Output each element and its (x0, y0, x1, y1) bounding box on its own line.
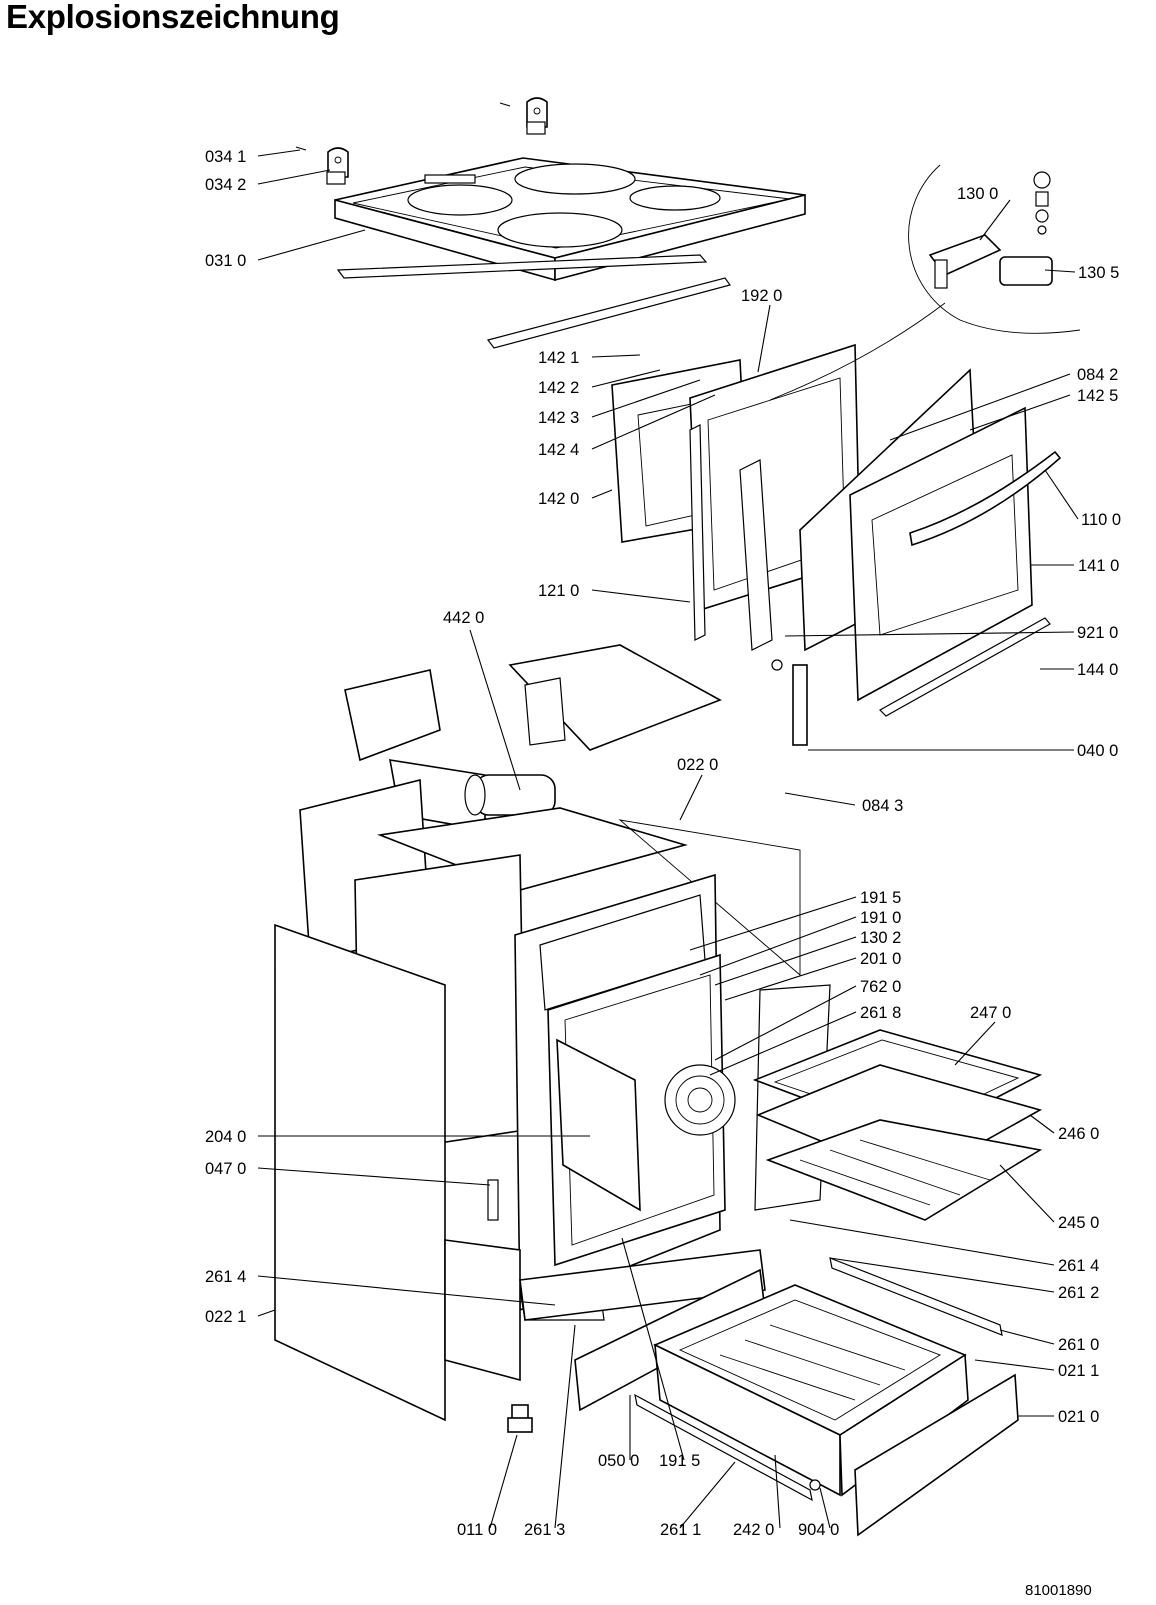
callout-label: 261 1 (660, 1521, 701, 1539)
callout-label: 141 0 (1078, 557, 1119, 575)
callout-label: 261 2 (1058, 1284, 1099, 1302)
callout-label: 050 0 (598, 1452, 639, 1470)
callout-label: 130 5 (1078, 264, 1119, 282)
callout-label: 142 4 (538, 441, 579, 459)
page-title: Explosionszeichnung (6, 0, 340, 35)
callout-label: 204 0 (205, 1128, 246, 1146)
callout-label: 142 0 (538, 490, 579, 508)
callout-label: 192 0 (741, 287, 782, 305)
callout-label: 247 0 (970, 1004, 1011, 1022)
drawing-number: 81001890 (1025, 1582, 1092, 1599)
callout-label: 261 0 (1058, 1336, 1099, 1354)
hinge-bracket-part (295, 97, 548, 185)
callout-label: 084 3 (862, 797, 903, 815)
callout-label: 762 0 (860, 978, 901, 996)
callout-label: 022 0 (677, 756, 718, 774)
callout-label: 142 2 (538, 379, 579, 397)
callout-label: 130 0 (957, 185, 998, 203)
callout-label: 191 0 (860, 909, 901, 927)
callout-label: 034 2 (205, 176, 246, 194)
callout-label: 261 4 (205, 1268, 246, 1286)
oven-body-part (274, 644, 1043, 1422)
switch-detail-part (908, 164, 1081, 334)
callout-label: 142 5 (1077, 387, 1118, 405)
callout-label: 242 0 (733, 1521, 774, 1539)
callout-label: 047 0 (205, 1160, 246, 1178)
callout-label: 011 0 (457, 1521, 497, 1539)
callout-labels: 034 1 034 2 031 0 130 0 130 5 192 0 142 … (205, 148, 1121, 1599)
callout-label: 144 0 (1077, 661, 1118, 679)
callout-label: 142 1 (538, 349, 579, 367)
callout-label: 034 1 (205, 148, 246, 166)
callout-label: 246 0 (1058, 1125, 1099, 1143)
callout-label: 021 0 (1058, 1408, 1099, 1426)
callout-label: 031 0 (205, 252, 246, 270)
callout-label: 040 0 (1077, 742, 1118, 760)
callout-label: 022 1 (205, 1308, 246, 1326)
callout-label: 084 2 (1077, 366, 1118, 384)
callout-label: 201 0 (860, 950, 901, 968)
callout-label: 021 1 (1058, 1362, 1099, 1380)
callout-label: 261 8 (860, 1004, 901, 1022)
callout-label: 904 0 (798, 1521, 839, 1539)
support-rail-part (336, 254, 731, 349)
callout-label: 442 0 (443, 609, 484, 627)
callout-label: 245 0 (1058, 1214, 1099, 1232)
callout-label: 110 0 (1081, 511, 1121, 529)
callout-label: 261 3 (524, 1521, 565, 1539)
leader-lines (257, 149, 1079, 1529)
cooktop-part (334, 157, 806, 282)
drawer-part (507, 1257, 1019, 1537)
oven-door-part (611, 302, 1062, 746)
callout-label: 921 0 (1077, 624, 1118, 642)
callout-label: 142 3 (538, 409, 579, 427)
callout-label: 191 5 (860, 889, 901, 907)
callout-label: 191 5 (659, 1452, 700, 1470)
callout-label: 121 0 (538, 582, 579, 600)
callout-label: 261 4 (1058, 1257, 1099, 1275)
callout-label: 130 2 (860, 929, 901, 947)
